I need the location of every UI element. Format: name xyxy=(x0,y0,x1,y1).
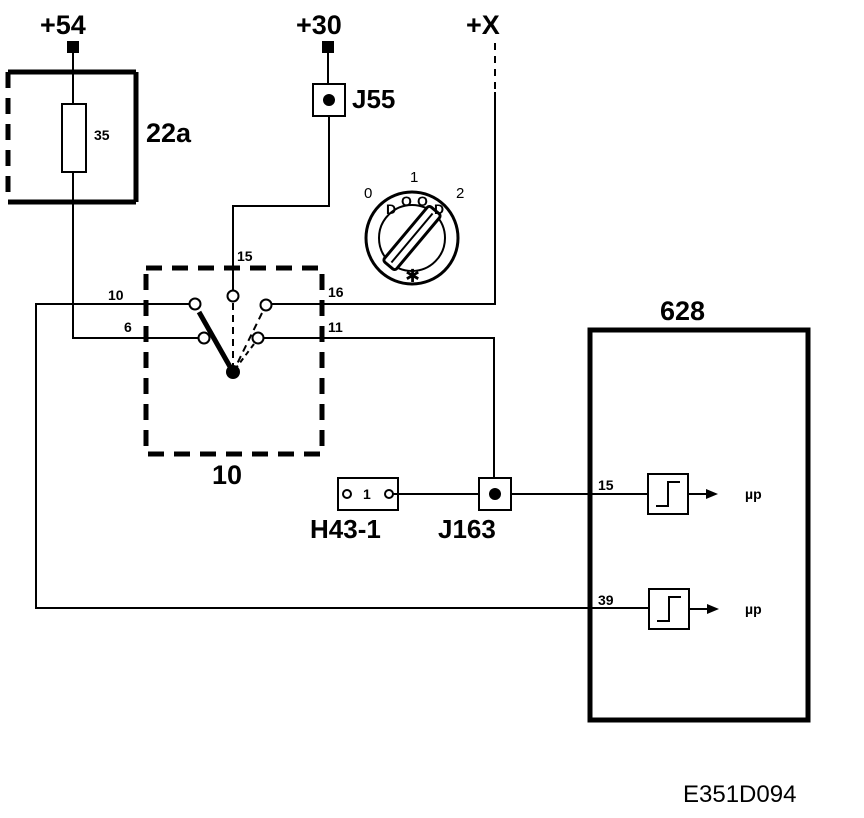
fuse-box xyxy=(5,69,139,205)
terminal-54-node xyxy=(67,41,79,53)
module-pin-15-label: 15 xyxy=(598,477,614,493)
j163-label: J163 xyxy=(438,514,496,544)
knob-position-0: 0 xyxy=(364,185,372,202)
ignition-knob-icon: D O O D xyxy=(364,190,460,286)
wire-switch-11-to-j163 xyxy=(263,337,495,478)
wire-j55-to-switch-15 xyxy=(232,116,330,290)
svg-text:O: O xyxy=(401,193,412,209)
switch-contact-11 xyxy=(251,331,265,345)
knob-mark: ✱ xyxy=(405,266,420,286)
switch-pivot xyxy=(226,365,240,379)
terminal-54-label: +54 xyxy=(40,10,86,40)
terminal-x-label: +X xyxy=(466,10,500,40)
switch-contact-6 xyxy=(197,331,211,345)
switch-label: 10 xyxy=(212,460,242,490)
wire-switch-10-to-module-39 xyxy=(35,303,590,609)
switch-dashed-link-11 xyxy=(235,343,255,369)
fuse-rating: 35 xyxy=(94,127,110,143)
arrow-a-icon xyxy=(706,489,718,499)
switch-pin-16-label: 16 xyxy=(328,284,344,300)
knob-position-1: 1 xyxy=(410,169,418,186)
j55-label: J55 xyxy=(352,84,395,114)
module-output-a: µp xyxy=(745,486,762,502)
fuse-element xyxy=(61,103,87,173)
svg-text:O: O xyxy=(417,193,428,209)
module-pin-39-label: 39 xyxy=(598,592,614,608)
h43-label: H43-1 xyxy=(310,514,381,544)
terminal-30-node xyxy=(322,41,334,53)
switch-pin-15-label: 15 xyxy=(237,248,253,264)
h43-pin-label: 1 xyxy=(363,486,371,502)
h43-pin-left xyxy=(342,489,352,499)
j163-node xyxy=(489,488,501,500)
knob-position-2: 2 xyxy=(456,185,464,202)
switch-box xyxy=(143,265,325,457)
switch-pin-6-label: 6 xyxy=(124,319,132,335)
module-628-box xyxy=(587,327,811,723)
switch-blade xyxy=(196,310,236,374)
switch-pin-11-label: 11 xyxy=(328,319,343,335)
module-output-b: µp xyxy=(745,601,762,617)
switch-dashed-link-16 xyxy=(235,312,263,367)
fuse-label: 22a xyxy=(146,118,192,148)
terminal-30-label: +30 xyxy=(296,10,342,40)
switch-contact-16 xyxy=(259,298,273,312)
svg-text:D: D xyxy=(434,201,444,217)
figure-code: E351D094 xyxy=(683,781,796,808)
wire-fuse-to-switch-6 xyxy=(72,172,200,339)
svg-text:D: D xyxy=(386,201,396,217)
switch-contact-10 xyxy=(188,297,202,311)
switch-contact-15 xyxy=(226,289,240,303)
arrow-b-icon xyxy=(707,604,719,614)
h43-pin-right xyxy=(384,489,394,499)
j55-node xyxy=(323,94,335,106)
module-label: 628 xyxy=(660,296,705,326)
wire-x-to-switch-16 xyxy=(271,92,496,305)
switch-pin-10-label: 10 xyxy=(108,287,124,303)
